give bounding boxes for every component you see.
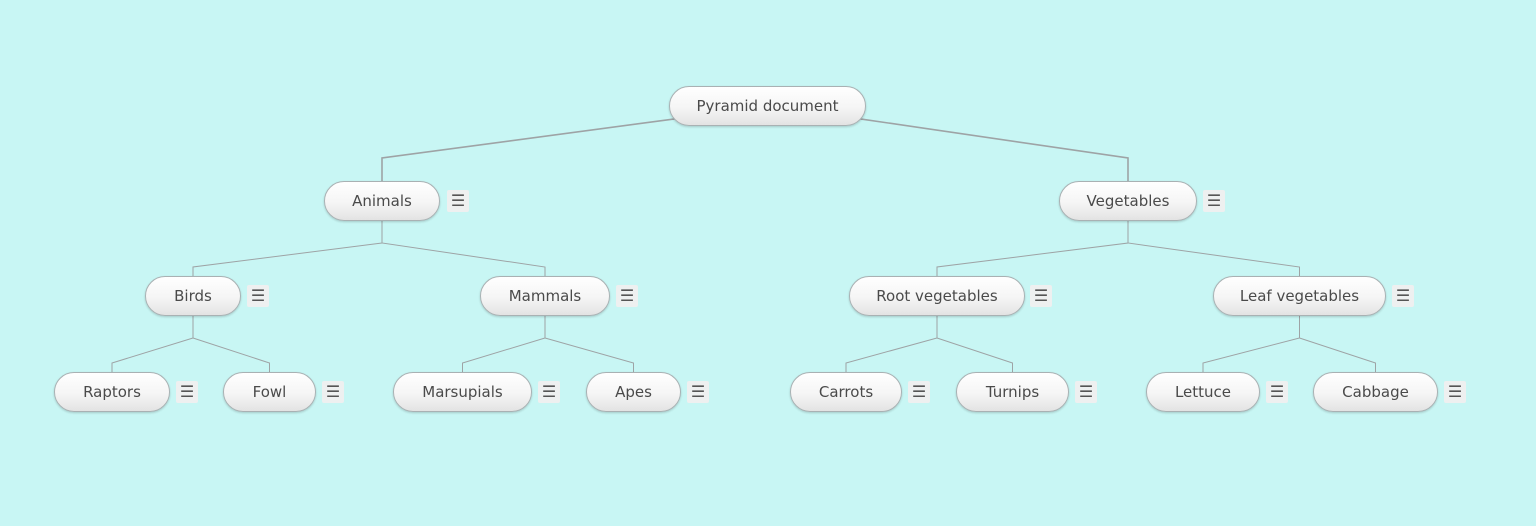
node-pyramid-document[interactable]: Pyramid document [669, 86, 866, 126]
connector-root-animals [381, 118, 676, 181]
hamburger-menu-icon[interactable]: ☰ [176, 381, 198, 403]
node-raptors[interactable]: Raptors [54, 372, 170, 412]
hamburger-menu-icon[interactable]: ☰ [1392, 285, 1414, 307]
hamburger-menu-icon[interactable]: ☰ [1266, 381, 1288, 403]
connector-root_vegetables-turnips [936, 316, 1013, 372]
node-animals[interactable]: Animals [324, 181, 440, 221]
hamburger-menu-icon[interactable]: ☰ [908, 381, 930, 403]
node-root-vegetables[interactable]: Root vegetables [849, 276, 1025, 316]
connector-birds-fowl [192, 316, 270, 372]
node-marsupials[interactable]: Marsupials [393, 372, 532, 412]
connector-root-vegetables [859, 118, 1129, 181]
connector-leaf_vegetables-lettuce [1202, 316, 1300, 372]
node-cabbage[interactable]: Cabbage [1313, 372, 1438, 412]
hamburger-menu-icon[interactable]: ☰ [1030, 285, 1052, 307]
connector-animals-birds [192, 221, 383, 276]
node-birds[interactable]: Birds [145, 276, 241, 316]
node-lettuce[interactable]: Lettuce [1146, 372, 1260, 412]
connector-vegetables-root_vegetables [936, 221, 1129, 276]
hamburger-menu-icon[interactable]: ☰ [1203, 190, 1225, 212]
hamburger-menu-icon[interactable]: ☰ [447, 190, 469, 212]
node-mammals[interactable]: Mammals [480, 276, 610, 316]
hamburger-menu-icon[interactable]: ☰ [1075, 381, 1097, 403]
hamburger-menu-icon[interactable]: ☰ [538, 381, 560, 403]
node-vegetables[interactable]: Vegetables [1059, 181, 1197, 221]
connector-birds-raptors [111, 316, 194, 372]
node-turnips[interactable]: Turnips [956, 372, 1069, 412]
connector-mammals-marsupials [462, 316, 546, 372]
node-apes[interactable]: Apes [586, 372, 681, 412]
connector-vegetables-leaf_vegetables [1127, 221, 1300, 276]
hamburger-menu-icon[interactable]: ☰ [687, 381, 709, 403]
hamburger-menu-icon[interactable]: ☰ [1444, 381, 1466, 403]
node-leaf-vegetables[interactable]: Leaf vegetables [1213, 276, 1386, 316]
hamburger-menu-icon[interactable]: ☰ [616, 285, 638, 307]
connector-leaf_vegetables-cabbage [1299, 316, 1376, 372]
connector-root_vegetables-carrots [845, 316, 938, 372]
node-fowl[interactable]: Fowl [223, 372, 316, 412]
hamburger-menu-icon[interactable]: ☰ [247, 285, 269, 307]
connector-mammals-apes [544, 316, 634, 372]
node-carrots[interactable]: Carrots [790, 372, 902, 412]
hamburger-menu-icon[interactable]: ☰ [322, 381, 344, 403]
connector-animals-mammals [381, 221, 546, 276]
